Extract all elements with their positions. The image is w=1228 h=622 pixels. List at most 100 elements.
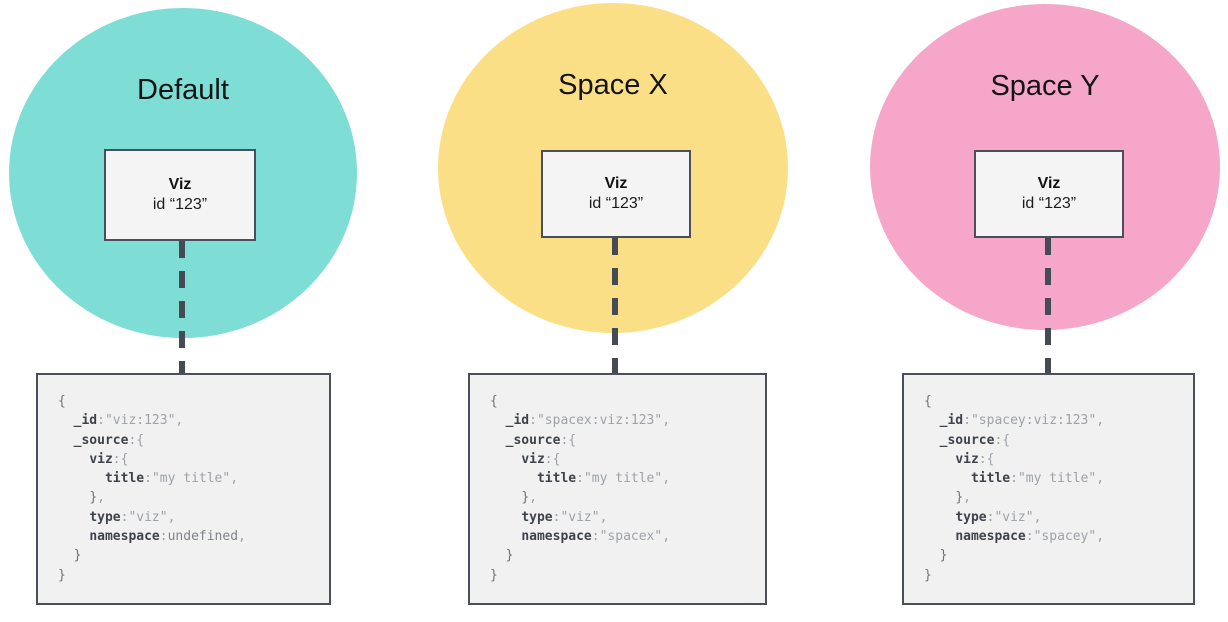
code-token-plain	[490, 413, 506, 428]
code-token-key: namespace	[89, 529, 160, 545]
code-token-plain	[490, 490, 521, 505]
code-token-string: "my title"	[151, 471, 231, 487]
code-token-key: viz	[521, 451, 545, 467]
code-token-punct: :	[97, 413, 105, 429]
code-line: _source:{	[924, 431, 1193, 450]
code-line: namespace:"spacex",	[490, 527, 765, 546]
code-token-plain	[924, 433, 940, 448]
code-line: }	[58, 566, 329, 585]
code-token-punct: ,	[599, 509, 608, 525]
code-token-punct: :	[159, 529, 168, 545]
code-line: type:"viz",	[58, 508, 329, 527]
code-token-punct: :	[591, 529, 600, 545]
code-token-plain	[924, 490, 955, 505]
code-token-punct: {	[1002, 432, 1011, 448]
code-token-punct: :	[986, 509, 995, 525]
code-token-key: title	[104, 471, 145, 487]
connector-dashed-line	[612, 238, 618, 373]
code-token-key: title	[536, 471, 577, 487]
code-line: {	[58, 392, 329, 411]
code-token-punct: ,	[662, 529, 671, 545]
code-line: viz:{	[58, 450, 329, 469]
code-token-brace: {	[490, 394, 498, 409]
code-token-string: "spacey"	[1033, 529, 1097, 545]
code-token-punct: :	[560, 432, 569, 448]
code-token-string: "my title"	[1017, 471, 1097, 487]
code-token-brace: {	[924, 394, 932, 409]
code-line: _id:"spacex:viz:123",	[490, 411, 765, 430]
code-token-brace: }	[521, 490, 530, 506]
code-line: _id:"spacey:viz:123",	[924, 411, 1193, 430]
code-token-plain	[924, 452, 955, 467]
code-token-string: "viz"	[128, 509, 168, 525]
code-token-string: "spacex"	[599, 529, 663, 545]
code-line: _source:{	[58, 431, 329, 450]
code-token-punct: {	[120, 451, 129, 467]
code-token-plain	[490, 471, 537, 486]
code-token-punct: :	[128, 432, 137, 448]
code-line: },	[924, 488, 1193, 507]
code-token-brace: {	[58, 394, 66, 409]
code-token-plain	[58, 510, 89, 525]
code-token-key: viz	[89, 451, 113, 467]
code-line: }	[58, 546, 329, 565]
code-token-plain	[490, 529, 521, 544]
saved-object-code-block: { _id:"spacey:viz:123", _source:{ viz:{ …	[902, 373, 1195, 605]
code-token-brace: }	[939, 548, 948, 564]
code-token-key: type	[955, 509, 987, 525]
code-line: namespace:"spacey",	[924, 527, 1193, 546]
code-token-string: "viz:123"	[104, 413, 176, 429]
code-token-punct: :	[1010, 471, 1018, 487]
viz-card: Viz id “123”	[541, 150, 691, 238]
connector-dashed-line	[1045, 238, 1051, 373]
code-token-plain	[924, 529, 955, 544]
code-token-key: _source	[73, 432, 129, 448]
code-line: type:"viz",	[490, 508, 765, 527]
code-line: }	[490, 546, 765, 565]
code-token-brace: }	[955, 490, 964, 506]
viz-card-id: id “123”	[1021, 195, 1077, 212]
code-token-plain	[58, 490, 89, 505]
code-token-string: "my title"	[583, 471, 663, 487]
code-token-key: viz	[955, 451, 979, 467]
viz-card-title: Viz	[1037, 175, 1061, 192]
code-token-brace: }	[89, 490, 98, 506]
code-token-string: "viz"	[560, 509, 600, 525]
code-line: viz:{	[490, 450, 765, 469]
code-line: {	[924, 392, 1193, 411]
code-token-punct: ,	[167, 509, 176, 525]
code-token-plain	[490, 548, 506, 563]
code-token-punct: :	[552, 509, 561, 525]
code-token-key: namespace	[521, 529, 592, 545]
code-line: }	[924, 566, 1193, 585]
space-circle-label: Space X	[558, 69, 668, 101]
code-token-punct: ,	[1096, 529, 1105, 545]
code-token-punct: :	[544, 451, 553, 467]
code-token-punct: {	[986, 451, 995, 467]
code-line: },	[490, 488, 765, 507]
code-token-key: _source	[939, 432, 995, 448]
code-token-punct: ,	[1096, 471, 1105, 487]
code-token-brace: }	[924, 567, 932, 583]
code-token-plain	[924, 413, 940, 428]
space-circle-label: Space Y	[990, 70, 1100, 102]
code-token-punct: :	[978, 451, 987, 467]
code-line: title:"my title",	[924, 469, 1193, 488]
code-token-key: title	[970, 471, 1011, 487]
saved-object-code-block: { _id:"viz:123", _source:{ viz:{ title:"…	[36, 373, 331, 605]
code-token-plain	[490, 452, 521, 467]
code-token-punct: {	[136, 432, 145, 448]
code-token-plain	[58, 529, 89, 544]
code-token-string: "spacey:viz:123"	[970, 413, 1097, 429]
code-token-string: "viz"	[994, 509, 1034, 525]
viz-card-id: id “123”	[588, 195, 644, 212]
code-token-punct: :	[120, 509, 129, 525]
code-token-key: namespace	[955, 529, 1026, 545]
code-token-punct: ,	[662, 413, 671, 429]
code-token-brace: }	[73, 548, 82, 564]
code-token-plain	[924, 471, 971, 486]
code-token-punct: :	[994, 432, 1003, 448]
code-token-punct: ,	[963, 490, 971, 506]
code-token-punct: ,	[529, 490, 537, 506]
code-line: },	[58, 488, 329, 507]
